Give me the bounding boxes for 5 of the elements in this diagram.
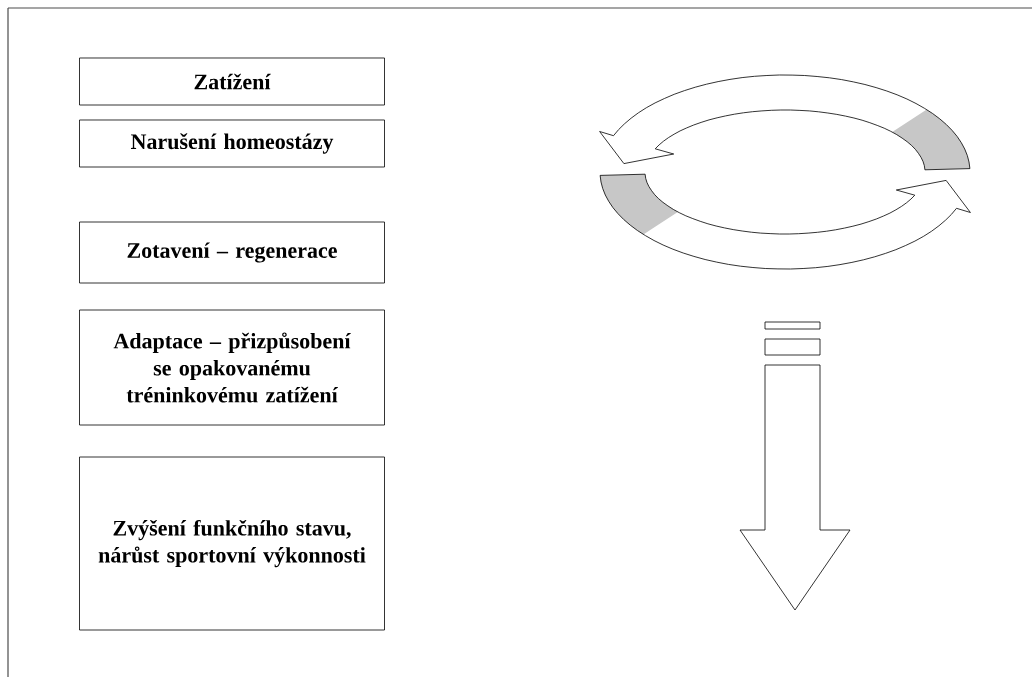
process-box: Adaptace – přizpůsobení se opakovanému tréninkovému zatížení <box>79 309 385 426</box>
process-box: Zotavení – regenerace <box>79 221 385 284</box>
process-box: Zvýšení funkčního stavu, nárůst sportovní výkonnosti <box>79 456 385 631</box>
process-box: Narušení homeostázy <box>79 119 385 168</box>
process-box: Zatížení <box>79 57 385 106</box>
